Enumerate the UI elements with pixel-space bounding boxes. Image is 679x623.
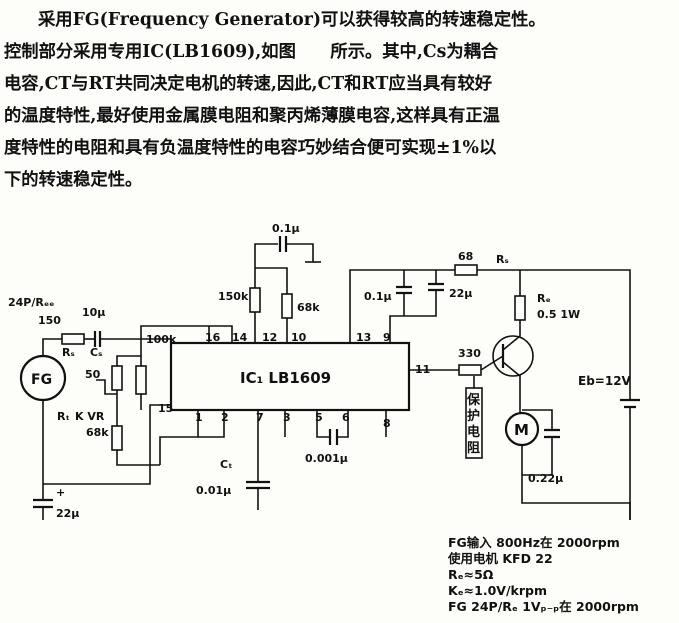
c22-mid-label: 22μ [449, 287, 472, 300]
note-line-5: FG 24P/Rₑ 1Vₚ₋ₚ在 2000rpm [448, 599, 639, 614]
r150-label: 150 [38, 314, 61, 327]
rs-left-label: Rₛ [62, 346, 75, 359]
para-line-4: 的温度特性,最好使用金属膜电阻和聚丙烯薄膜电容,这样具有正温 [4, 106, 500, 126]
pin-7: 7 [256, 411, 264, 424]
resistor-68k [281, 293, 293, 319]
resistor-330 [458, 364, 482, 376]
resistor-50 [111, 365, 123, 391]
r100k-label: 100k [146, 333, 177, 346]
rt-label: Rₜ [57, 410, 70, 423]
protect-char-4: 阻 [467, 441, 480, 456]
para-line-2: 控制部分采用专用IC(LB1609),如图 所示。其中,Cs为耦合 [4, 42, 499, 62]
resistor-68 [454, 264, 478, 276]
rs-right-label: Rₛ [496, 253, 509, 266]
para-line-3: 电容,CT与RT共同决定电机的转速,因此,CT和RT应当具有较好 [4, 74, 493, 94]
transistor-symbol [492, 335, 534, 377]
ct-value: 0.01μ [196, 484, 231, 497]
resistor-68k-left [111, 425, 123, 451]
re-label: Rₑ [537, 292, 551, 305]
motor-notes: FG输入 800Hz在 2000rpm 使用电机 KFD 22 Rₑ≈5Ω Kₑ… [448, 535, 639, 615]
ct-label: Cₜ [220, 458, 232, 471]
eb-label: Eb=12V [578, 374, 632, 388]
fg-label: FG [31, 372, 52, 388]
note-line-4: Kₑ≈1.0V/krpm [448, 583, 547, 598]
c10-label: 10μ [82, 306, 105, 319]
resistor-re [514, 295, 526, 321]
r150k-label: 150k [218, 290, 249, 303]
r330-label: 330 [458, 347, 481, 360]
note-line-1: FG输入 800Hz在 2000rpm [448, 535, 620, 550]
kvr-label: K VR [75, 410, 105, 423]
protect-char-1: 保 [466, 392, 481, 408]
pin-10: 10 [291, 331, 307, 344]
c0001-label: 0.001μ [305, 452, 348, 465]
pin-6: 6 [342, 411, 350, 424]
note-line-3: Rₑ≈5Ω [448, 567, 494, 582]
c22-left-label: 22μ [56, 507, 79, 520]
note-line-2: 使用电机 KFD 22 [448, 551, 553, 566]
motor-label: M [514, 421, 529, 439]
resistor-150k [249, 287, 261, 313]
pin-1: 1 [195, 411, 203, 424]
pin-16: 16 [205, 331, 221, 344]
pin-15: 15 [158, 402, 173, 415]
plus-sign: + [56, 486, 65, 499]
protect-char-3: 电 [467, 424, 480, 440]
protect-char-2: 护 [467, 408, 480, 424]
para-line-5: 度特性的电阻和具有负温度特性的电容巧妙结合便可实现±1%以 [4, 138, 497, 158]
r68k-label: 68k [297, 301, 320, 314]
pin-2: 2 [221, 411, 229, 424]
pin-9: 9 [383, 331, 391, 344]
r68k-left-label: 68k [86, 426, 109, 439]
pin-8: 8 [383, 417, 391, 430]
pin-13: 13 [356, 331, 371, 344]
para-line-1: 采用FG(Frequency Generator)可以获得较高的转速稳定性。 [38, 10, 546, 30]
c01-top-label: 0.1μ [272, 222, 300, 235]
r50-label: 50 [85, 368, 101, 381]
ic-body [169, 341, 411, 412]
c01-mid-label: 0.1μ [364, 290, 392, 303]
cs-label: Cₛ [90, 346, 102, 359]
r68-label: 68 [458, 250, 473, 263]
pin-5: 5 [315, 411, 323, 424]
pin-3: 3 [283, 411, 291, 424]
c022-label: 0.22μ [528, 472, 563, 485]
re-value: 0.5 1W [537, 308, 580, 321]
para-line-6: 下的转速稳定性。 [4, 170, 143, 190]
resistor-100k [135, 365, 147, 395]
pin-14: 14 [232, 331, 248, 344]
ic-label: IC₁ LB1609 [240, 369, 331, 387]
description-paragraph: 采用FG(Frequency Generator)可以获得较高的转速稳定性。 控… [4, 4, 674, 196]
resistor-rs-left [61, 333, 85, 345]
fg-input-label: 24P/Rₑₑ [8, 296, 54, 309]
pin-12: 12 [262, 331, 277, 344]
